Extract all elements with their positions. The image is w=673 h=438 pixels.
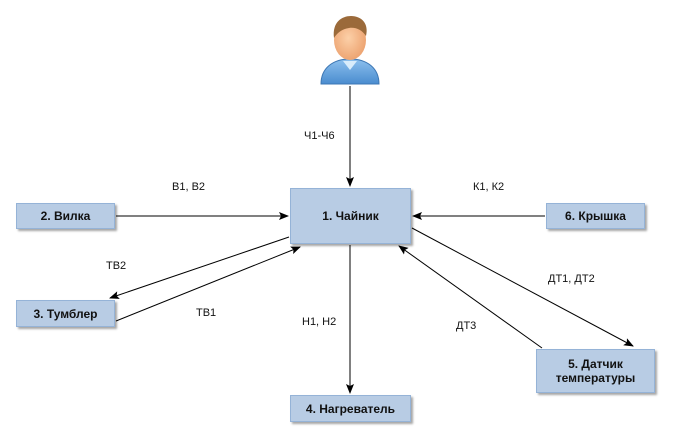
node-plug: 2. Вилка [16,203,115,229]
edge-kettle-sensor [411,227,634,347]
edge-label-kettle-switch: ТВ2 [106,260,127,272]
edge-label-switch-kettle: ТВ1 [196,307,217,319]
node-heater: 4. Нагреватель [290,395,411,422]
node-lid: 6. Крышка [546,203,645,229]
edge-label-kettle-heater: Н1, Н2 [302,316,337,328]
edge-label-sensor-kettle: ДТ3 [456,320,477,332]
node-temperature-sensor: 5. Датчик температуры [536,349,655,393]
edge-label-plug-kettle: В1, В2 [172,181,206,193]
node-kettle: 1. Чайник [290,188,411,244]
node-switch: 3. Тумблер [16,300,115,327]
edge-label-user-kettle: Ч1-Ч6 [304,130,335,142]
edge-label-lid-kettle: К1, К2 [473,181,505,193]
edge-label-kettle-sensor: ДТ1, ДТ2 [548,273,595,285]
edge-switch-kettle [115,246,301,322]
edge-sensor-kettle [398,245,543,349]
user-icon [320,16,380,85]
edge-kettle-switch [109,236,290,299]
